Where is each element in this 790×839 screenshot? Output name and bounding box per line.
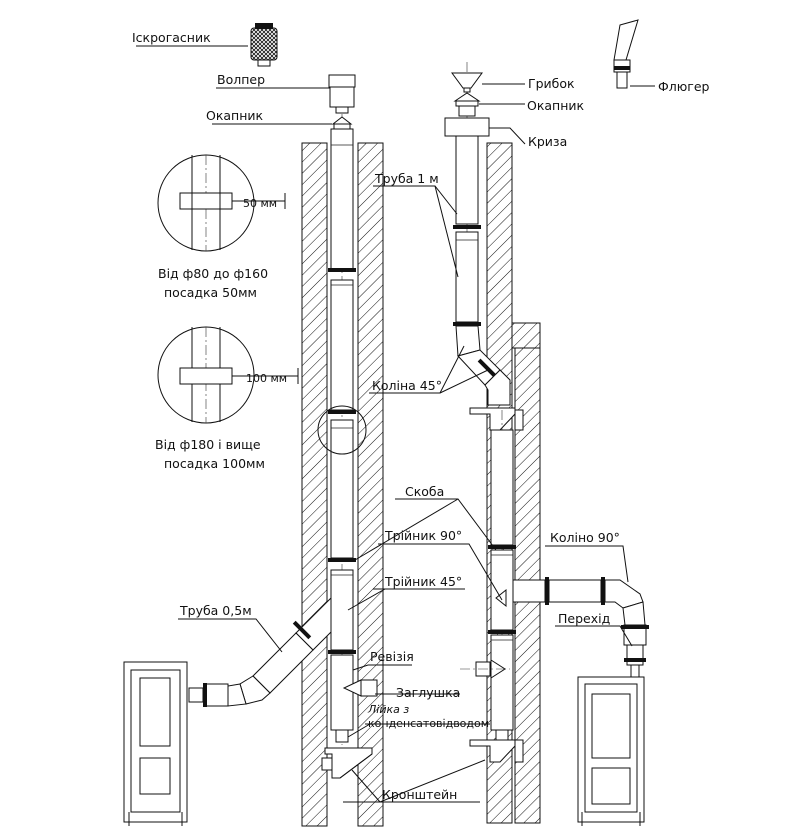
leader-lines xyxy=(136,45,655,803)
weather-vane xyxy=(613,19,639,89)
caption-fit100-line2: посадка 100мм xyxy=(164,456,265,471)
label-truba-1m: Труба 1 м xyxy=(374,171,439,186)
label-iskrogasnyk: Іскрогасник xyxy=(132,30,211,45)
text-labels: Іскрогасник Волпер Окапник Грибок Окапни… xyxy=(132,30,710,802)
right-stove xyxy=(577,676,645,826)
label-truba-05: Труба 0,5м xyxy=(179,603,252,618)
right-tee-90 xyxy=(495,577,649,678)
volper-cap xyxy=(328,74,356,114)
left-tee-45 xyxy=(188,596,332,707)
caption-fit50-line1: Від ф80 до ф160 xyxy=(158,266,268,281)
dimension-100: 100 мм xyxy=(246,372,287,385)
caption-fit50-line2: посадка 50мм xyxy=(164,285,257,300)
detail-fit100 xyxy=(157,326,299,424)
right-bracket-upper xyxy=(469,407,524,431)
left-drip-cap xyxy=(331,116,353,130)
label-koliino-90: Коліно 90° xyxy=(550,530,620,545)
mushroom-cap xyxy=(451,72,483,93)
joint-detail-circle xyxy=(317,405,367,455)
label-reviziya: Ревізія xyxy=(370,649,414,664)
label-volper: Волпер xyxy=(217,72,265,87)
label-zaglushka: Заглушка xyxy=(396,685,460,700)
collar-kryza xyxy=(444,117,490,137)
label-grybok: Грибок xyxy=(528,76,575,91)
label-okapnyk-right: Окапник xyxy=(527,98,585,113)
dimension-50: 50 мм xyxy=(243,197,277,210)
caption-fit100-line1: Від ф180 і вище xyxy=(155,437,261,452)
detail-fit50 xyxy=(157,154,286,252)
left-wall-inner xyxy=(357,142,384,827)
left-bracket xyxy=(321,747,373,779)
label-skoba: Скоба xyxy=(405,484,444,499)
left-stove xyxy=(123,661,188,826)
left-revision xyxy=(342,679,378,697)
label-kronshteyn: Кронштейн xyxy=(382,787,457,802)
label-liyka-line1: Лійка з xyxy=(367,703,409,716)
left-wall-outer xyxy=(301,142,328,827)
right-chimney-pipe xyxy=(444,62,649,763)
label-perekhid: Перехід xyxy=(558,611,610,626)
right-wall-step xyxy=(511,322,541,349)
label-kryza: Криза xyxy=(528,134,567,149)
label-kolina-45: Коліна 45° xyxy=(372,378,442,393)
label-triynyk-90: Трійник 90° xyxy=(384,528,462,543)
label-liyka-line2: конденсатовідводом xyxy=(368,717,489,730)
right-revision xyxy=(460,659,510,679)
spark-arrester xyxy=(250,23,278,67)
right-drip-cap xyxy=(453,92,481,117)
label-triynyk-45: Трійник 45° xyxy=(384,574,462,589)
right-bracket-lower xyxy=(469,739,524,763)
label-okapnyk-left: Окапник xyxy=(206,108,264,123)
label-fluger: Флюгер xyxy=(658,79,710,94)
left-chimney-pipe xyxy=(188,23,378,779)
left-chimney-walls xyxy=(301,142,384,827)
